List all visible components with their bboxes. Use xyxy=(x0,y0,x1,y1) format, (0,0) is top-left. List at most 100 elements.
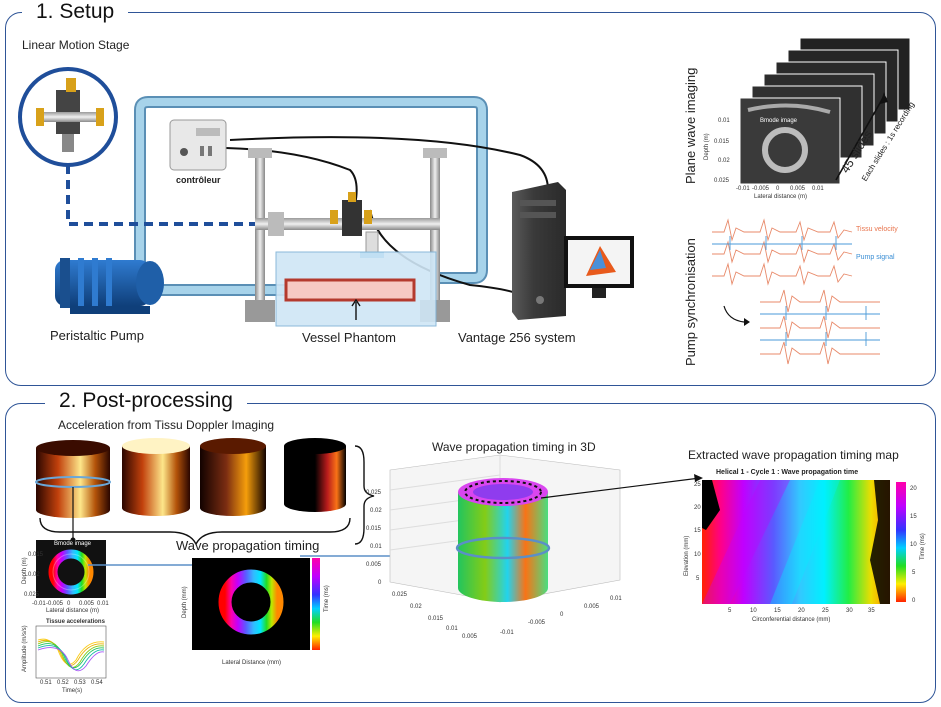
controller-device xyxy=(169,119,227,171)
map-ytick-2: 15 xyxy=(694,528,701,534)
lateral-tick-3: 0.005 xyxy=(790,186,806,192)
small-lat-tick-2: 0 xyxy=(67,601,71,607)
map-xtick-6: 35 xyxy=(868,608,875,614)
bmode-image-label: Bmode image xyxy=(760,118,798,124)
map-ctick-2: 10 xyxy=(910,542,917,548)
small-depth-tick-2: 0.025 xyxy=(24,592,40,598)
wpt-depth-axis: Depth (mm) xyxy=(182,586,188,618)
map-colorbar xyxy=(896,482,906,602)
map-xtick-3: 20 xyxy=(798,608,805,614)
linear-stage-label: Linear Motion Stage xyxy=(22,38,130,52)
small-lat-tick-4: 0.01 xyxy=(97,601,109,607)
accel-title: Acceleration from Tissu Doppler Imaging xyxy=(58,418,275,432)
map-xtick-2: 15 xyxy=(774,608,781,614)
time-tick-1: 0.52 xyxy=(57,680,69,686)
wpt-time-axis: Time (ms) xyxy=(324,585,330,612)
pump-sync-traces xyxy=(712,218,880,365)
y-tick-0: 0.025 xyxy=(392,592,408,598)
y-tick-1: 0.02 xyxy=(410,604,422,610)
x-tick-1: -0.005 xyxy=(528,620,546,626)
tissu-velocity-legend: Tissu velocity xyxy=(856,226,898,233)
small-depth-tick-0: 0.015 xyxy=(28,552,44,558)
map-ytick-0: 25 xyxy=(694,482,701,488)
map-xtick-5: 30 xyxy=(846,608,853,614)
time-tick-0: 0.51 xyxy=(40,680,52,686)
setup-panel xyxy=(5,12,936,386)
small-lat-tick-1: -0.005 xyxy=(46,601,64,607)
map-ctick-1: 15 xyxy=(910,514,917,520)
wave3d-title: Wave propagation timing in 3D xyxy=(432,440,596,454)
post-panel xyxy=(5,403,936,703)
stage-link-dashed xyxy=(66,150,260,226)
z-tick-5: 0 xyxy=(378,580,382,586)
small-depth-tick-1: 0.02 xyxy=(28,572,40,578)
motion-head xyxy=(330,192,384,258)
small-depth-axis: Depth (m) xyxy=(22,557,28,584)
phantom-label: Vessel Phantom xyxy=(302,330,396,345)
map-xtick-0: 5 xyxy=(728,608,732,614)
x-tick-3: 0.005 xyxy=(584,604,600,610)
x-tick-0: -0.01 xyxy=(500,630,514,636)
small-lateral-axis: Lateral distance (m) xyxy=(46,608,100,614)
map-ylabel: Elevation (mm) xyxy=(684,535,690,576)
map-ctick-0: 20 xyxy=(910,486,917,492)
map-xtick-4: 25 xyxy=(822,608,829,614)
cylinder-3d xyxy=(389,454,621,603)
wpt-colorbar xyxy=(312,558,320,650)
accel-cylinders xyxy=(35,438,346,518)
z-tick-1: 0.02 xyxy=(370,508,382,514)
depth-tick-3: 0.025 xyxy=(714,178,730,184)
lateral-tick-1: -0.005 xyxy=(752,186,770,192)
z-tick-2: 0.015 xyxy=(366,526,382,532)
map-title: Helical 1 - Cycle 1 : Wave propagation t… xyxy=(716,469,859,476)
x-tick-4: 0.01 xyxy=(610,596,622,602)
linear-stage-icon xyxy=(36,78,104,152)
z-tick-4: 0.005 xyxy=(366,562,382,568)
small-lat-tick-0: -0.01 xyxy=(32,601,46,607)
tissue-accel-title: Tissue accelerations xyxy=(46,619,105,625)
map-xlabel: Circonferential distance (mm) xyxy=(752,617,831,623)
y-tick-3: 0.01 xyxy=(446,626,458,632)
post-title: 2. Post-processing xyxy=(45,389,247,413)
setup-apparatus xyxy=(18,37,911,365)
depth-tick-1: 0.015 xyxy=(714,139,730,145)
vantage-label: Vantage 256 system xyxy=(458,330,576,345)
controller-label: contrôleur xyxy=(176,175,221,185)
pump-label: Peristaltic Pump xyxy=(50,328,144,343)
map-header: Extracted wave propagation timing map xyxy=(688,448,899,462)
y-tick-2: 0.015 xyxy=(428,616,444,622)
time-axis: Time(s) xyxy=(62,688,83,694)
x-tick-2: 0 xyxy=(560,612,564,618)
plane-wave-stack xyxy=(739,37,911,185)
lateral-tick-2: 0 xyxy=(776,186,780,192)
y-tick-4: 0.005 xyxy=(462,634,478,640)
lateral-axis-label: Lateral distance (m) xyxy=(754,194,808,200)
map-ytick-3: 10 xyxy=(694,552,701,558)
map-cbar-label: Time (ms) xyxy=(920,533,926,560)
map-ctick-4: 0 xyxy=(912,598,916,604)
time-tick-3: 0.54 xyxy=(91,680,103,686)
vessel-phantom xyxy=(284,278,416,302)
small-lat-tick-3: 0.005 xyxy=(79,601,95,607)
depth-tick-2: 0.02 xyxy=(718,158,730,164)
brace xyxy=(354,445,375,545)
pump-signal-legend: Pump signal xyxy=(856,254,895,261)
lateral-tick-0: -0.01 xyxy=(736,186,750,192)
amp-axis: Amplitude (m/s/s) xyxy=(22,625,28,672)
map-ytick-4: 5 xyxy=(696,576,700,582)
small-bmode-title: Bmode image xyxy=(54,541,92,547)
map-ctick-3: 5 xyxy=(912,570,916,576)
computer xyxy=(512,182,634,320)
z-tick-0: 0.025 xyxy=(366,490,382,496)
pump-device xyxy=(55,258,164,314)
depth-tick-0: 0.01 xyxy=(718,118,730,124)
extracted-map xyxy=(702,480,890,604)
map-xtick-1: 10 xyxy=(750,608,757,614)
wpt-title: Wave propagation timing xyxy=(176,538,320,553)
wpt-lateral-axis: Lateral Distance (mm) xyxy=(222,660,282,666)
z-tick-3: 0.01 xyxy=(370,544,382,550)
lateral-tick-4: 0.01 xyxy=(812,186,824,192)
time-tick-2: 0.53 xyxy=(74,680,86,686)
setup-title: 1. Setup xyxy=(22,0,129,24)
